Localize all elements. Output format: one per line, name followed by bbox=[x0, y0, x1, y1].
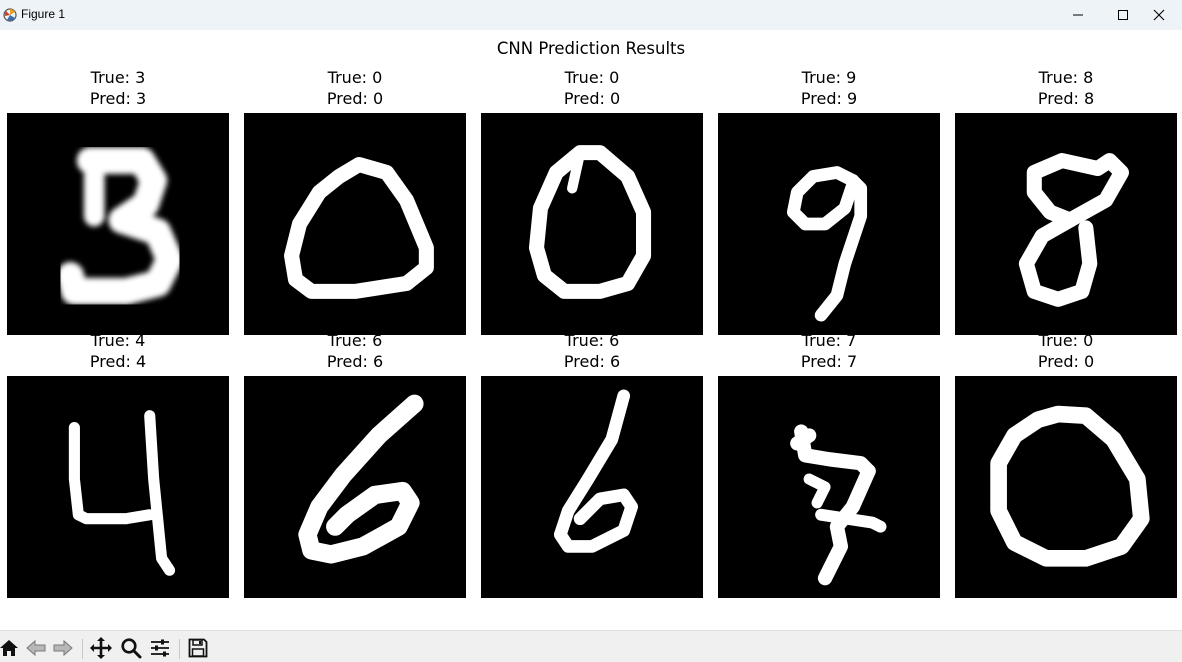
home-button[interactable] bbox=[0, 636, 21, 660]
digit-image-7 bbox=[718, 376, 940, 598]
forward-icon bbox=[53, 639, 73, 657]
subplot-true-label: True: 4 bbox=[90, 331, 146, 350]
subplot-pred-label: Pred: 0 bbox=[1037, 352, 1095, 371]
subplot-pred-label: Pred: 8 bbox=[1037, 89, 1095, 108]
subplot-pred-label: Pred: 3 bbox=[89, 89, 147, 108]
digit-image-4 bbox=[7, 376, 229, 598]
matplotlib-app-icon bbox=[3, 8, 17, 22]
subplot-true-label: True: 0 bbox=[1038, 331, 1094, 350]
digit-image-3 bbox=[7, 113, 229, 335]
window-title: Figure 1 bbox=[21, 7, 66, 21]
subplot-true-label: True: 0 bbox=[564, 68, 620, 87]
subplot-true-label: True: 6 bbox=[564, 331, 620, 350]
close-icon bbox=[1153, 9, 1165, 21]
subplot-pred-label: Pred: 4 bbox=[89, 352, 147, 371]
subplot-true-label: True: 0 bbox=[327, 68, 383, 87]
subplot-pred-label: Pred: 0 bbox=[563, 89, 621, 108]
forward-button[interactable] bbox=[51, 636, 75, 660]
toolbar-separator bbox=[179, 639, 180, 659]
save-icon bbox=[188, 638, 208, 658]
subplot-true-label: True: 7 bbox=[801, 331, 857, 350]
subplot-true-label: True: 8 bbox=[1038, 68, 1094, 87]
subplot-pred-label: Pred: 6 bbox=[326, 352, 384, 371]
figure-title: CNN Prediction Results bbox=[496, 39, 686, 58]
zoom-icon bbox=[121, 638, 142, 659]
navigation-toolbar bbox=[0, 630, 1182, 662]
digit-image-6 bbox=[481, 376, 703, 598]
save-button[interactable] bbox=[186, 636, 210, 660]
subplot-true-label: True: 6 bbox=[327, 331, 383, 350]
digit-image-0 bbox=[955, 376, 1177, 598]
minimize-button[interactable] bbox=[1055, 0, 1101, 30]
toolbar-separator bbox=[82, 639, 83, 659]
subplot-true-label: True: 3 bbox=[90, 68, 146, 87]
pan-button[interactable] bbox=[89, 636, 113, 660]
maximize-icon bbox=[1118, 10, 1128, 20]
digit-image-9 bbox=[718, 113, 940, 335]
configure-subplots-button[interactable] bbox=[148, 636, 172, 660]
subplot-pred-label: Pred: 9 bbox=[800, 89, 858, 108]
maximize-button[interactable] bbox=[1100, 0, 1146, 30]
digit-image-6 bbox=[244, 376, 466, 598]
subplot-pred-label: Pred: 0 bbox=[326, 89, 384, 108]
configure-subplots-icon bbox=[151, 639, 169, 657]
back-icon bbox=[26, 639, 46, 657]
digit-image-0 bbox=[244, 113, 466, 335]
home-icon bbox=[0, 640, 18, 656]
back-button[interactable] bbox=[24, 636, 48, 660]
digit-image-8 bbox=[955, 113, 1177, 335]
window-titlebar: Figure 1 bbox=[0, 0, 1182, 30]
digit-image-0 bbox=[481, 113, 703, 335]
minimize-icon bbox=[1073, 14, 1083, 16]
subplot-pred-label: Pred: 7 bbox=[800, 352, 858, 371]
subplot-true-label: True: 9 bbox=[801, 68, 857, 87]
close-button[interactable] bbox=[1136, 0, 1182, 30]
zoom-button[interactable] bbox=[119, 636, 143, 660]
pan-icon bbox=[90, 637, 112, 659]
subplot-pred-label: Pred: 6 bbox=[563, 352, 621, 371]
